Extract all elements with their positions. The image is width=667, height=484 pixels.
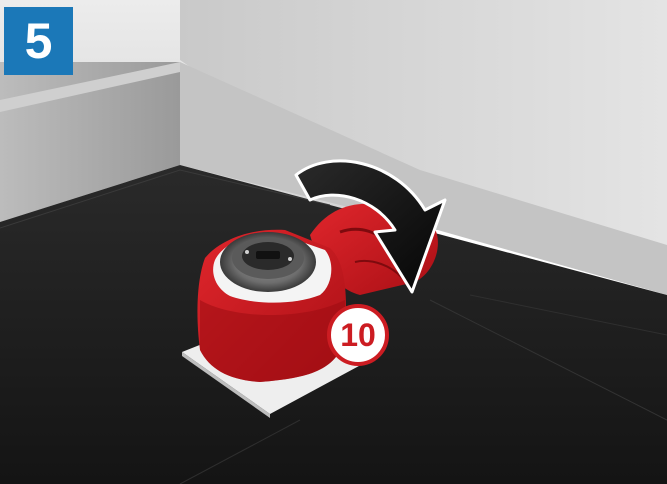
step-number-badge: 5: [4, 7, 73, 75]
drain-screw-2: [288, 257, 292, 261]
drain-screw: [245, 250, 249, 254]
callout-number-badge: 10: [327, 304, 389, 366]
drain-grate-slot: [256, 251, 280, 259]
